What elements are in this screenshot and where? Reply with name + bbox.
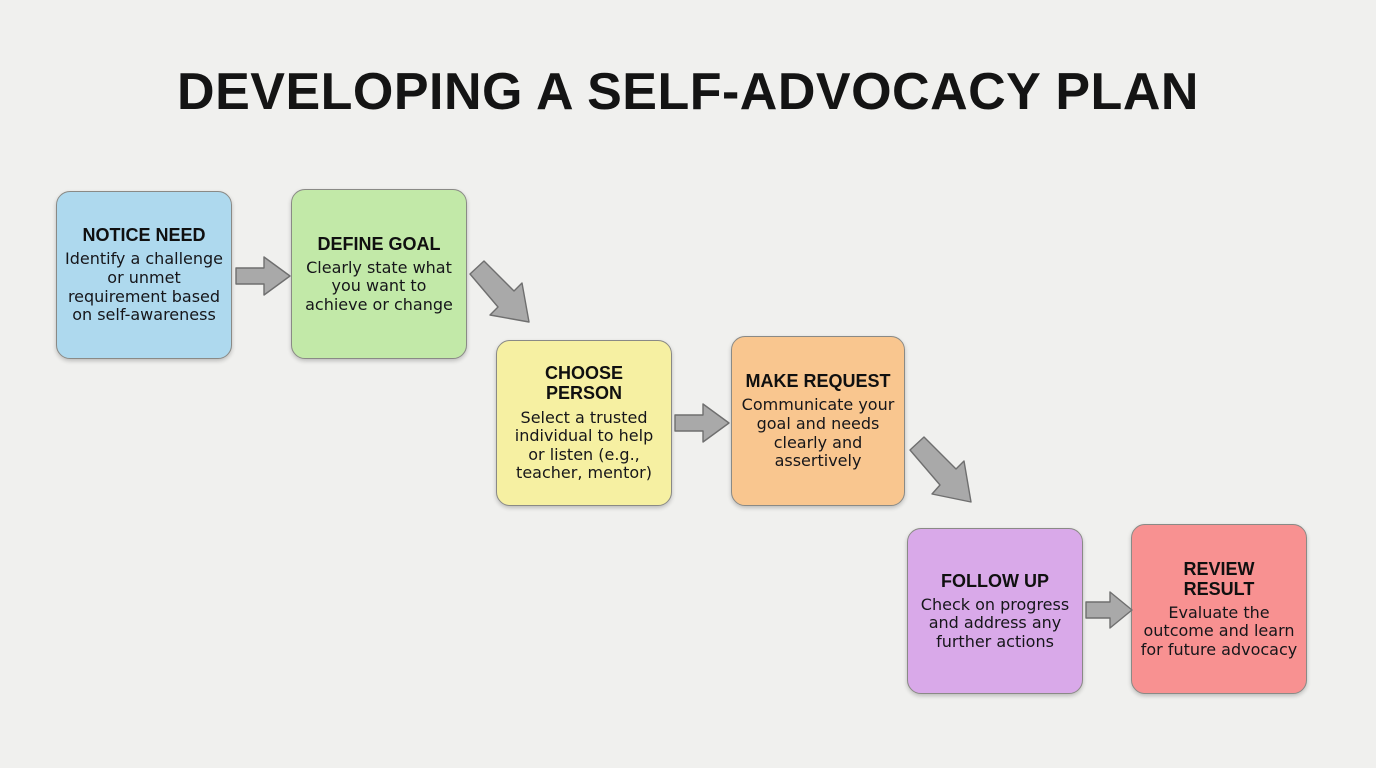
flow-node-define-goal[interactable]: DEFINE GOAL Clearly state what you want … [291, 189, 467, 359]
flow-node-description: Communicate your goal and needs clearly … [741, 395, 895, 471]
flow-node-choose-person[interactable]: CHOOSE PERSON Select a trusted individua… [496, 340, 672, 506]
flow-node-follow-up[interactable]: FOLLOW UP Check on progress and address … [907, 528, 1083, 694]
flow-node-title: REVIEW RESULT [1183, 558, 1255, 599]
arrow-define-goal-to-choose-person [469, 260, 530, 323]
flow-node-title: MAKE REQUEST [745, 371, 891, 392]
flow-node-description: Clearly state what you want to achieve o… [305, 257, 453, 314]
flow-node-title: DEFINE GOAL [317, 233, 441, 254]
arrow-choose-person-to-make-request [674, 403, 730, 443]
flow-node-title: CHOOSE PERSON [544, 363, 623, 404]
arrow-follow-up-to-review-result [1085, 591, 1133, 629]
flow-node-description: Identify a challenge or unmet requiremen… [65, 249, 223, 325]
flow-node-description: Check on progress and address any furthe… [920, 594, 1070, 651]
flow-node-notice-need[interactable]: NOTICE NEED Identify a challenge or unme… [56, 191, 232, 359]
flow-node-title: FOLLOW UP [941, 570, 1049, 591]
flow-node-description: Evaluate the outcome and learn for futur… [1140, 602, 1298, 659]
arrow-make-request-to-follow-up [909, 436, 972, 503]
flow-node-make-request[interactable]: MAKE REQUEST Communicate your goal and n… [731, 336, 905, 506]
flow-node-description: Select a trusted individual to help or l… [514, 407, 654, 483]
flow-node-title: NOTICE NEED [82, 225, 206, 246]
arrow-notice-need-to-define-goal [235, 256, 291, 296]
page-title: DEVELOPING A SELF-ADVOCACY PLAN [177, 63, 1199, 121]
flow-node-review-result[interactable]: REVIEW RESULT Evaluate the outcome and l… [1131, 524, 1307, 694]
